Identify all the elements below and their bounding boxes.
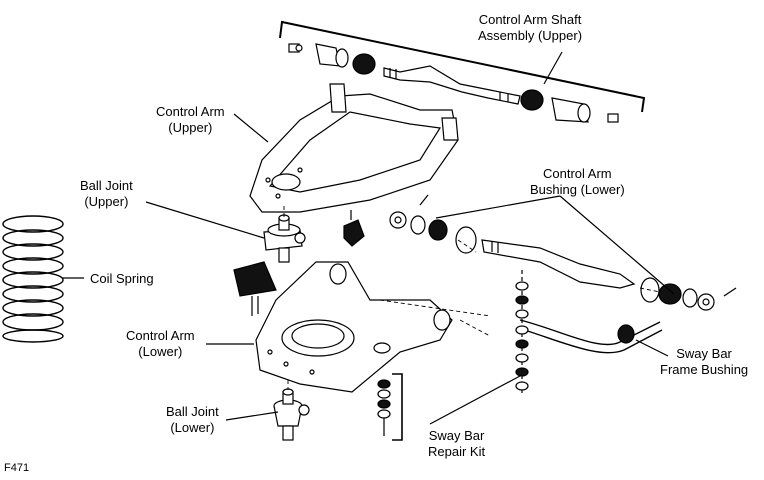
lower-rubber-bumper (233, 261, 277, 316)
label-sway-bar-frame-bushing: Sway Bar Frame Bushing (660, 346, 748, 378)
label-shaft-assembly-upper-line1: Control Arm Shaft (478, 12, 582, 27)
label-ball-joint-upper-line2: (Upper) (84, 194, 129, 209)
label-control-arm-upper-line2: (Upper) (168, 120, 213, 135)
repair-kit-parts (377, 373, 403, 441)
label-ball-joint-lower-line2: (Lower) (170, 420, 215, 435)
assembly-guides (283, 206, 661, 390)
lower-shaft-parts (389, 194, 737, 311)
label-control-arm-upper-line1: Control Arm (156, 104, 225, 119)
sway-bar-link-stack (515, 270, 529, 396)
label-coil-spring: Coil Spring (90, 271, 154, 286)
label-ball-joint-upper: Ball Joint (Upper) (80, 178, 133, 210)
label-shaft-assembly-upper: Control Arm Shaft Assembly (Upper) (478, 12, 582, 44)
figure-id: F471 (4, 462, 30, 474)
label-sway-bar-repair-kit-line2: Repair Kit (428, 444, 486, 459)
upper-rubber-bumper (343, 210, 365, 247)
label-control-arm-bushing-lower: Control Arm Bushing (Lower) (530, 166, 625, 198)
upper-control-arm (249, 83, 459, 213)
label-sway-bar-frame-bushing-line1: Sway Bar (676, 346, 732, 361)
label-control-arm-bushing-lower-line2: Bushing (Lower) (530, 182, 625, 197)
label-ball-joint-lower-line1: Ball Joint (166, 404, 219, 419)
label-ball-joint-upper-line1: Ball Joint (80, 178, 133, 193)
lower-control-arm (255, 261, 453, 393)
label-sway-bar-repair-kit-line1: Sway Bar (428, 428, 485, 443)
label-control-arm-lower-line2: (Lower) (138, 344, 183, 359)
label-control-arm-lower: Control Arm (Lower) (126, 328, 195, 360)
label-control-arm-bushing-lower-line1: Control Arm (543, 166, 612, 181)
coil-spring (2, 215, 64, 343)
upper-ball-joint (263, 214, 306, 263)
label-shaft-assembly-upper-line2: Assembly (Upper) (478, 28, 583, 43)
lower-ball-joint (273, 388, 310, 441)
upper-shaft-parts (288, 43, 619, 123)
label-ball-joint-lower: Ball Joint (Lower) (166, 404, 219, 436)
label-sway-bar-frame-bushing-line2: Frame Bushing (660, 362, 749, 377)
shaft-assembly-bracket (279, 20, 646, 113)
sway-bar (517, 319, 663, 354)
label-control-arm-upper: Control Arm (Upper) (156, 104, 225, 136)
label-control-arm-lower-line1: Control Arm (126, 328, 195, 343)
leader-lines (62, 51, 675, 425)
label-sway-bar-repair-kit: Sway Bar Repair Kit (428, 428, 485, 460)
